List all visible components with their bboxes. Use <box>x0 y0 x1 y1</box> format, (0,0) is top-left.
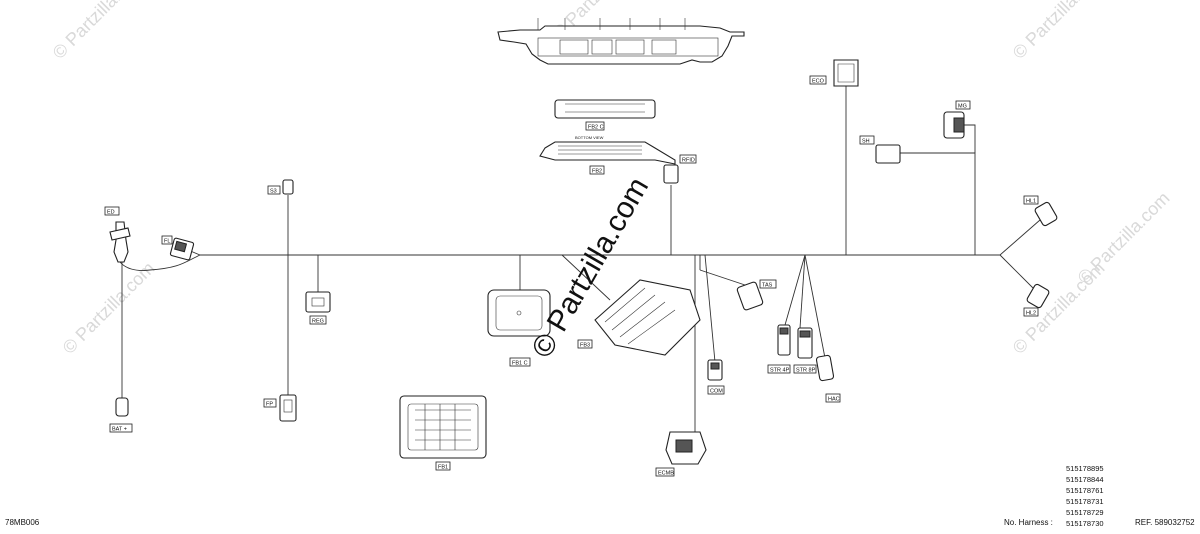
connector-ecmb: ECMB <box>655 431 707 477</box>
connector-fp: FP <box>263 394 297 422</box>
watermark-top-left: © Partzilla.com <box>49 0 149 63</box>
connector-fl: FL <box>161 235 195 261</box>
connector-hl1: HL1 <box>1023 195 1058 227</box>
connector-eco: ECO <box>809 59 859 87</box>
watermark-text: © Partzilla.com <box>1009 0 1109 63</box>
label-com: COM <box>710 389 723 395</box>
part-number: 515178844 <box>1066 475 1104 484</box>
label-fb2c: FB2 C <box>588 125 604 131</box>
part-number: 515178729 <box>1066 508 1104 517</box>
label-fp: FP <box>266 402 273 408</box>
connector-com: COM <box>707 359 725 395</box>
label-sh: SH <box>862 139 870 145</box>
part-number: 515178731 <box>1066 497 1104 506</box>
connector-s3: S3 <box>267 179 294 195</box>
label-hl1: HL1 <box>1026 199 1036 205</box>
connector-ed: ED <box>104 206 131 263</box>
label-ecmb: ECMB <box>658 471 674 477</box>
label-str8p: STR 8P <box>796 368 816 374</box>
harness-wires <box>119 78 1041 432</box>
bottom-view-label: BOTTOM VIEW <box>575 135 604 140</box>
connector-fb2c: FB2 C <box>554 99 656 131</box>
label-bat: BAT + <box>112 427 127 433</box>
label-rfid: RFID <box>682 158 695 164</box>
watermark-text: © Partzilla.com <box>59 258 159 358</box>
label-fl: FL <box>164 239 170 245</box>
harness-label: No. Harness : <box>1004 518 1053 527</box>
watermark-text: © Partzilla.com <box>1074 188 1174 288</box>
part-number: 515178895 <box>1066 464 1104 473</box>
label-hac: HAC <box>828 397 840 403</box>
watermark-right-2: © Partzilla.com <box>1074 188 1174 288</box>
connector-fb1c: FB1 C <box>487 289 551 367</box>
label-s3: S3 <box>270 189 277 195</box>
part-number: 515178761 <box>1066 486 1104 495</box>
ref-number: 589032752 <box>1154 518 1195 527</box>
part-number: 515178730 <box>1066 519 1104 528</box>
connector-hl2: HL2 <box>1023 283 1050 317</box>
label-fb1: FB1 <box>438 465 448 471</box>
label-hl2: HL2 <box>1026 311 1036 317</box>
ref-line: REF. 589032752 <box>1135 518 1195 527</box>
connector-tas: TAS <box>736 279 777 311</box>
connector-reg: REG <box>305 291 331 325</box>
connector-mg: MG <box>943 100 971 139</box>
connector-str8p: STR 8P <box>793 327 817 374</box>
label-fb2: FB2 <box>592 169 602 175</box>
label-eco: ECO <box>812 79 825 85</box>
watermark-top-right: © Partzilla.com <box>1009 0 1109 63</box>
label-tas: TAS <box>762 283 773 289</box>
label-ed: ED <box>107 210 115 216</box>
connector-fb3: FB3 <box>577 279 701 356</box>
label-fb1c: FB1 C <box>512 361 528 367</box>
ref-label: REF. <box>1135 518 1153 527</box>
label-mg: MG <box>958 104 967 110</box>
label-str4p: STR 4P <box>770 368 790 374</box>
drawing-code: 78MB006 <box>5 518 40 527</box>
connector-fb2: BOTTOM VIEW FB2 <box>539 135 676 175</box>
connector-fb1: FB1 <box>399 395 487 471</box>
label-fb3: FB3 <box>580 343 590 349</box>
connector-str4p: STR 4P <box>767 324 791 374</box>
connector-sh: SH <box>859 135 901 164</box>
top-ecu-connector <box>497 18 745 65</box>
connector-bat: BAT + <box>109 397 133 433</box>
connector-rfid: RFID <box>663 154 697 184</box>
watermark-mid-left: © Partzilla.com <box>59 258 159 358</box>
label-reg: REG <box>312 319 324 325</box>
harness-part-numbers: 515178895 515178844 515178761 515178731 … <box>1066 463 1104 529</box>
watermark-text: © Partzilla.com <box>49 0 149 63</box>
connector-hac: HAC <box>815 354 841 403</box>
